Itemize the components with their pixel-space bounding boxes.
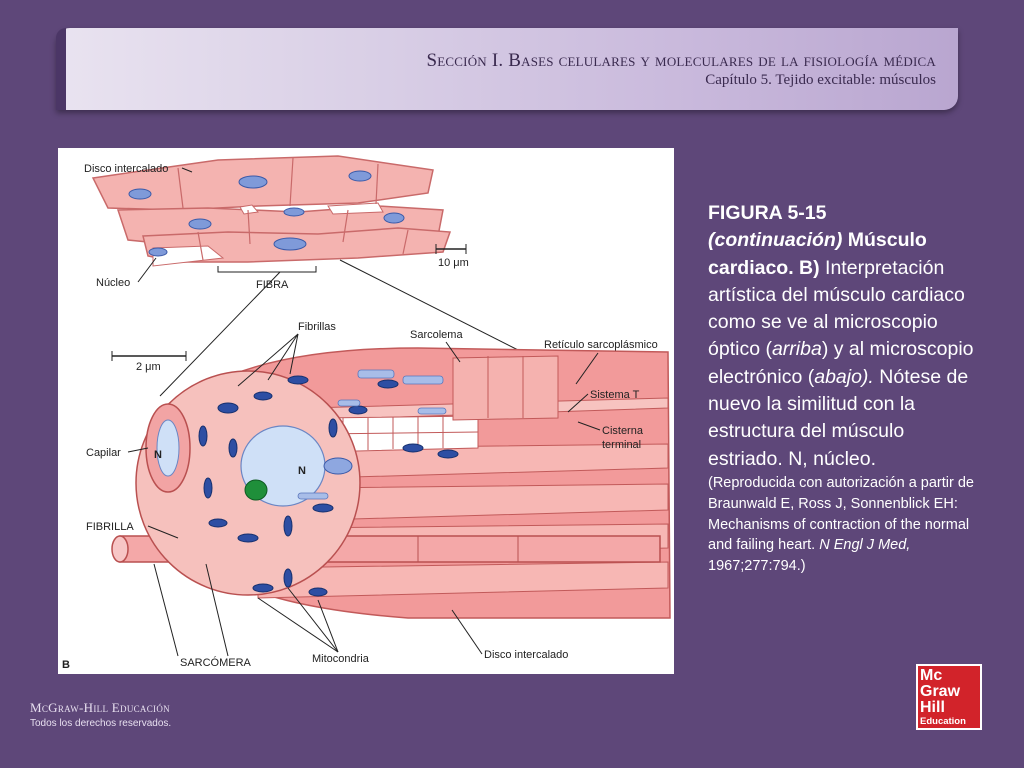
header-accent-bar — [56, 28, 66, 110]
label-panel: B — [62, 659, 70, 671]
caption-ref2: 1967;277:794.) — [708, 558, 806, 575]
label-n-capilar: N — [154, 449, 162, 461]
label-sistema-t: Sistema T — [590, 389, 640, 401]
caption-arriba: arriba — [771, 338, 822, 361]
figure-illustration: Disco intercalado Núcleo FIBRA 10 μm — [58, 148, 674, 674]
header-banner — [56, 28, 958, 110]
label-scale-bottom: 2 μm — [136, 361, 161, 373]
label-disco-intercalado-bottom: Disco intercalado — [484, 649, 568, 661]
caption-ref-journal: N Engl J Med, — [819, 537, 911, 554]
figure-caption: FIGURA 5-15 (continuación) Músculo cardi… — [708, 200, 976, 577]
cross-section — [135, 370, 361, 596]
mcgraw-hill-logo: Mc Graw Hill Education — [916, 664, 982, 730]
caption-text1: Interpretación artística del músculo car… — [708, 256, 965, 361]
label-cisterna: Cisterna — [602, 425, 644, 437]
fiber-nuclei — [128, 170, 405, 257]
label-sarcomera: SARCÓMERA — [180, 656, 252, 669]
caption-fig-label: FIGURA 5-15 — [708, 202, 827, 224]
section-title: Sección I. Bases celulares y moleculares… — [426, 50, 936, 71]
footer-rights: Todos los derechos reservados. — [30, 718, 172, 729]
footer-brand: McGraw-Hill Educación — [30, 700, 170, 715]
mitochondria — [198, 375, 459, 597]
label-fibra: FIBRA — [256, 279, 289, 291]
label-capilar: Capilar — [86, 447, 121, 459]
label-fibrilla: FIBRILLA — [86, 521, 134, 533]
label-mitocondria: Mitocondria — [312, 653, 370, 665]
label-scale-top: 10 μm — [438, 257, 469, 269]
label-nucleo: Núcleo — [96, 277, 130, 289]
caption-abajo: abajo). — [814, 365, 874, 388]
label-fibrillas: Fibrillas — [298, 321, 336, 333]
label-reticulo: Retículo sarcoplásmico — [544, 339, 658, 351]
label-terminal: terminal — [602, 439, 641, 451]
caption-continuation: (continuación) — [708, 229, 843, 252]
label-n-nucleo: N — [298, 465, 306, 477]
caption-reference: (Reproducida con autorización a partir d… — [708, 473, 976, 577]
caption-text2: ) y al microscopio electrónico ( — [708, 338, 974, 388]
chapter-title: Capítulo 5. Tejido excitable: músculos — [705, 72, 936, 88]
label-disco-intercalado-top: Disco intercalado — [84, 163, 168, 175]
caption-ref1: (Reproducida con autorización a partir d… — [708, 474, 974, 554]
label-sarcolema: Sarcolema — [410, 329, 463, 341]
caption-text3: Nótese de nuevo la similitud con la estr… — [708, 365, 969, 470]
reticulum-blue — [297, 369, 447, 500]
caption-title: Músculo cardiaco. B) — [708, 229, 927, 279]
